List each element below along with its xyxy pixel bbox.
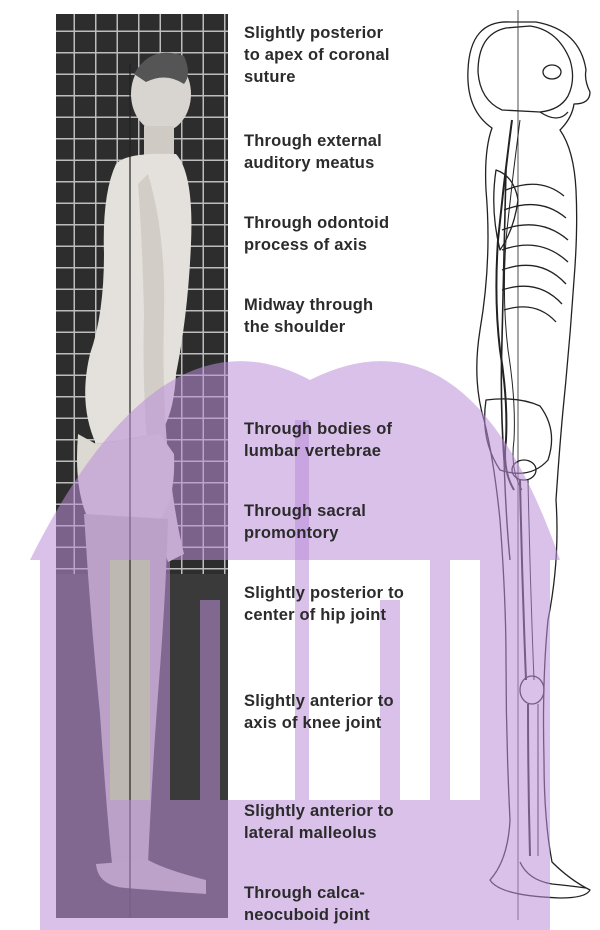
landmark-label-odontoid-process: Through odontoid process of axis: [244, 212, 454, 256]
landmark-label-sacral-promontory: Through sacral promontory: [244, 500, 454, 544]
landmark-label-shoulder: Midway through the shoulder: [244, 294, 454, 338]
landmark-label-knee-joint: Slightly anterior to axis of knee joint: [244, 690, 454, 734]
skeleton-side-view-drawing: [440, 0, 600, 930]
landmark-label-lateral-malleolus: Slightly anterior to lateral malleolus: [244, 800, 454, 844]
landmark-label-calcaneocuboid-joint: Through calca- neocuboid joint: [244, 882, 454, 926]
landmark-label-auditory-meatus: Through external auditory meatus: [244, 130, 454, 174]
standing-person-figure: [56, 14, 228, 918]
posture-photo: [56, 14, 228, 918]
landmark-label-lumbar-vertebrae: Through bodies of lumbar vertebrae: [244, 418, 454, 462]
landmark-label-coronal-suture: Slightly posterior to apex of coronal su…: [244, 22, 454, 88]
landmark-label-hip-joint: Slightly posterior to center of hip join…: [244, 582, 454, 626]
